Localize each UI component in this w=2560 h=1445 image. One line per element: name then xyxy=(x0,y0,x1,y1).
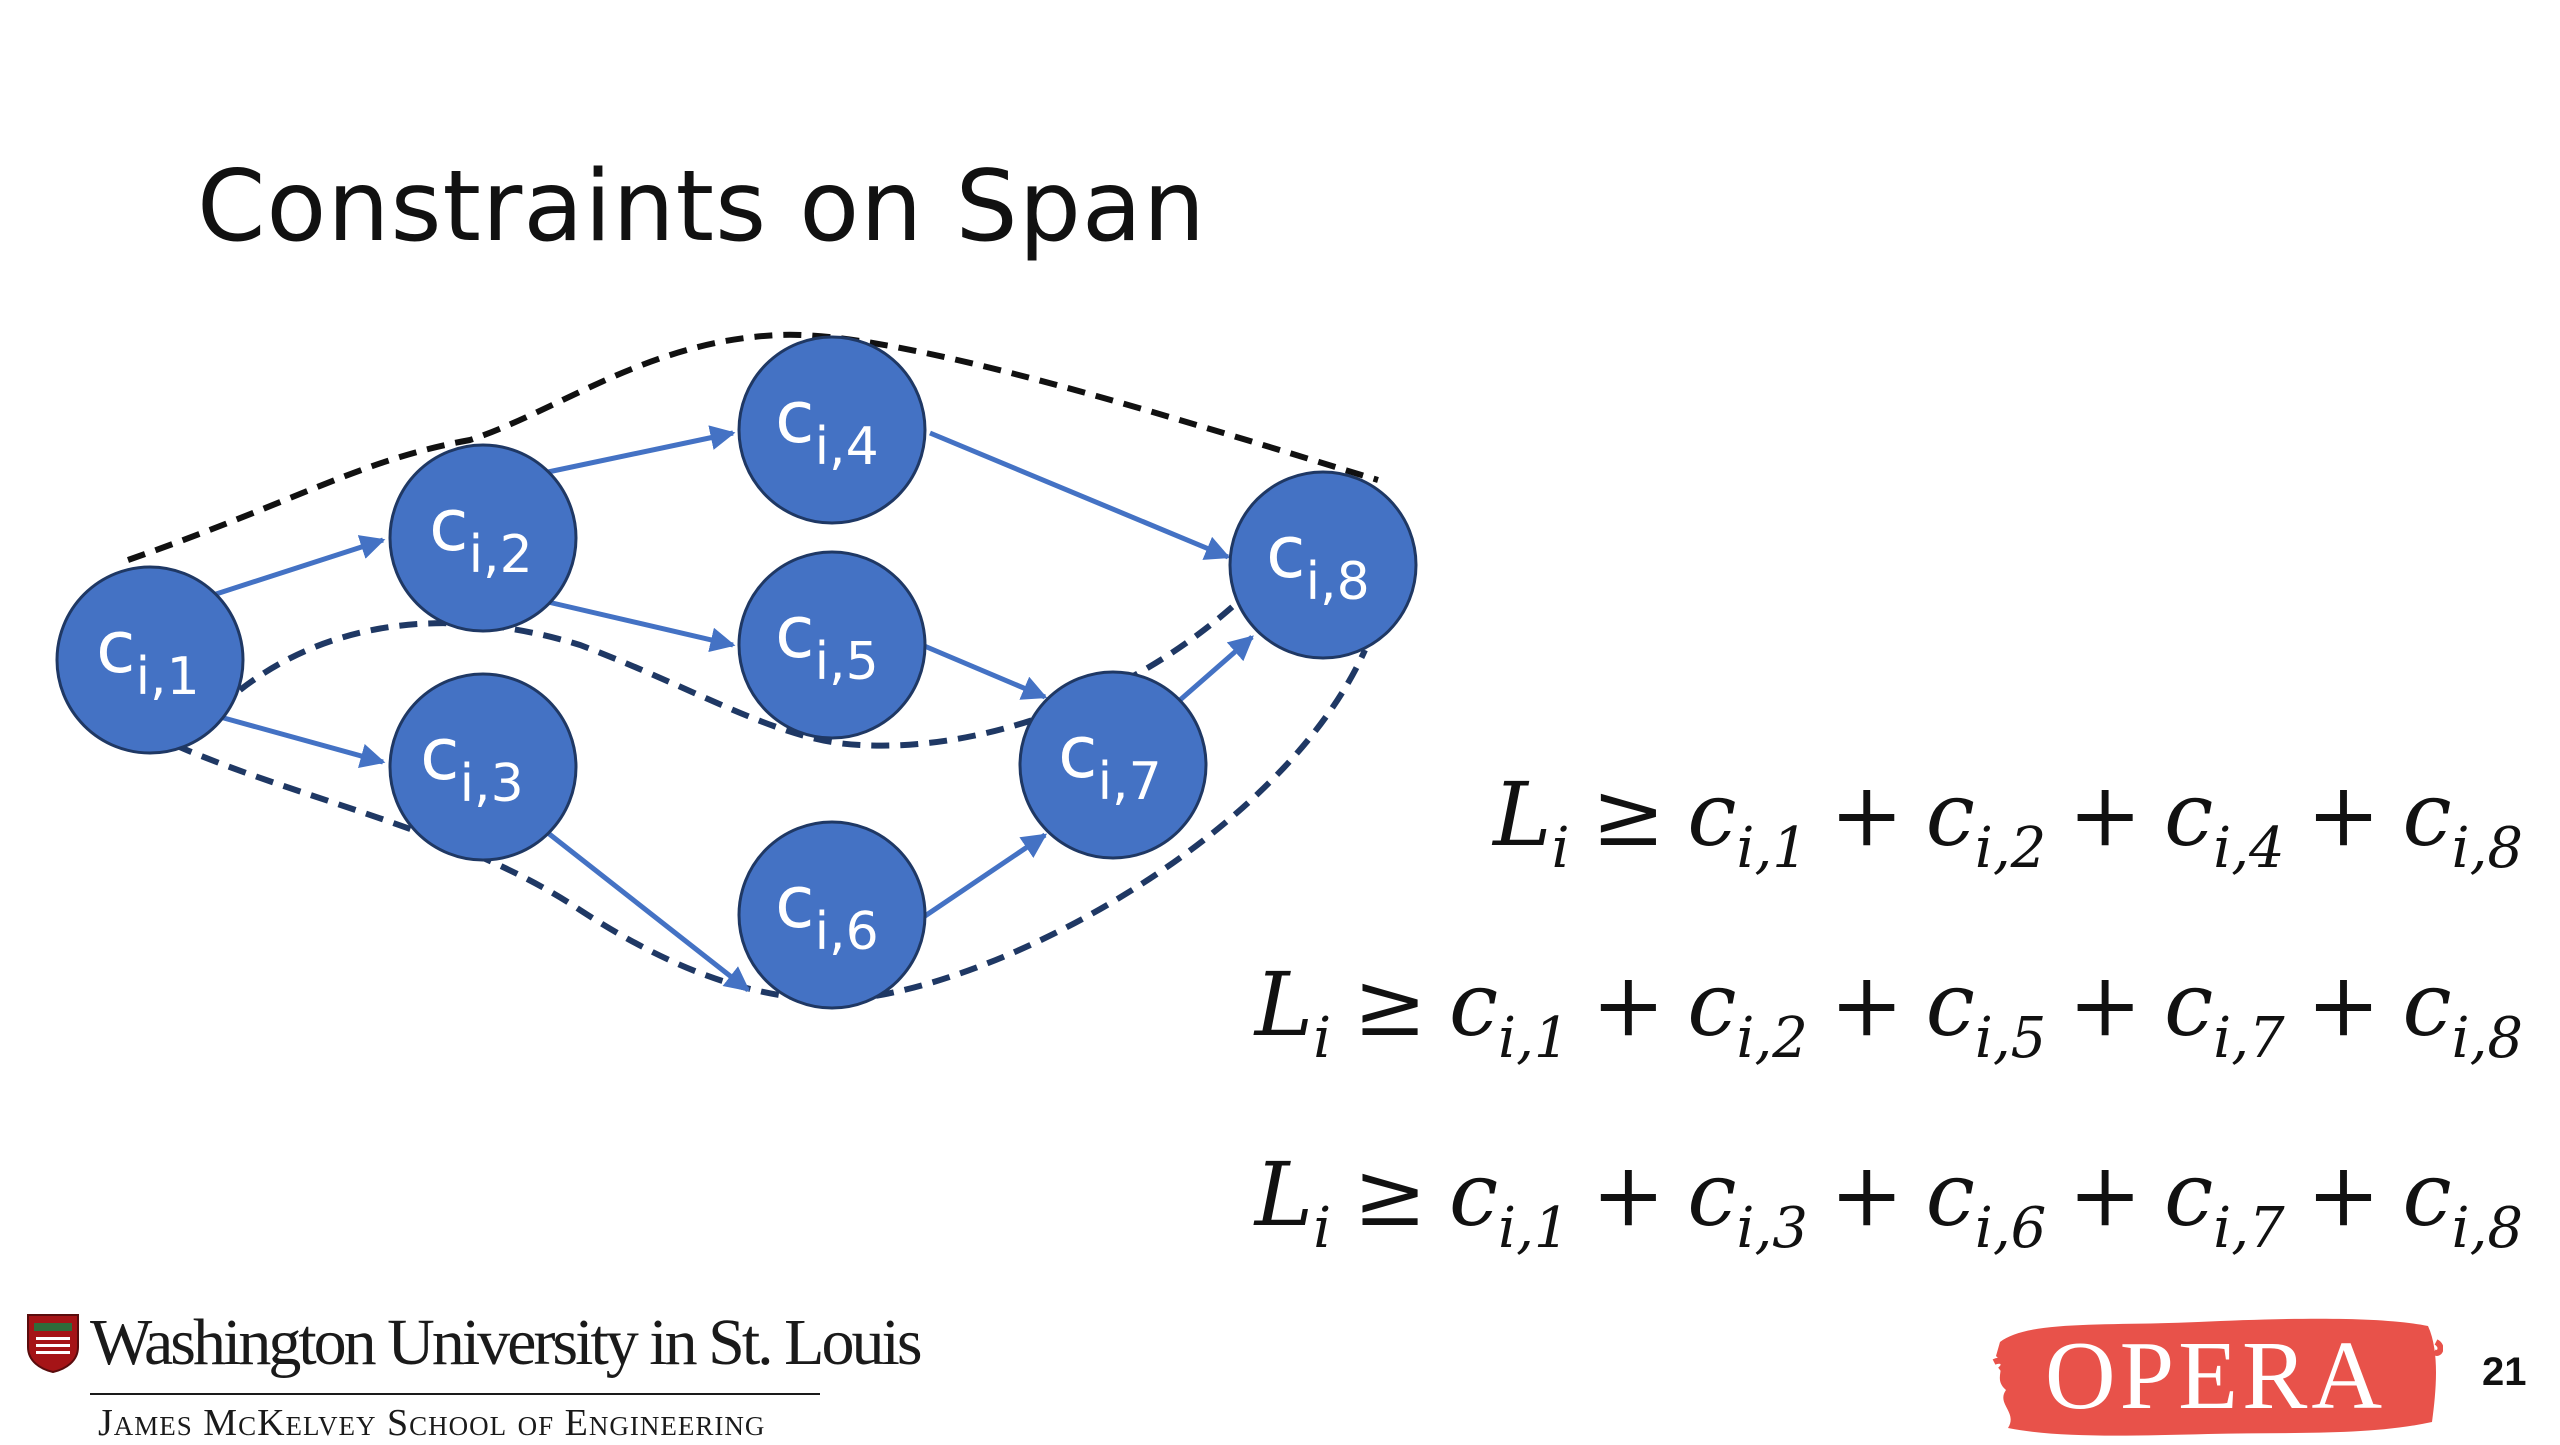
edge-c7-c8 xyxy=(1178,635,1254,702)
edge-c2-c5 xyxy=(547,599,736,653)
page-number: 21 xyxy=(2482,1350,2527,1394)
svg-text:ci,5: ci,5 xyxy=(775,590,879,692)
washu-logo: Washington University in St. Louis James… xyxy=(26,1305,923,1444)
brush-stroke-badge-icon xyxy=(1992,1318,2443,1436)
equation-2: Li≥ci,1+ci,2+ci,5+ci,7+ci,8 xyxy=(1254,953,2523,1071)
svg-text:ci,1: ci,1 xyxy=(96,605,200,707)
university-name: Washington University in St. Louis xyxy=(90,1306,923,1379)
opera-label: OPERA xyxy=(2044,1322,2387,1430)
opera-logo: OPERA xyxy=(1988,1312,2443,1440)
critical-path-outline-top xyxy=(127,331,1379,563)
node-c1: ci,1 xyxy=(55,565,245,755)
slide-title: Constraints on Span xyxy=(197,150,1207,264)
edge-c2-c4 xyxy=(547,425,736,475)
edge-c3-c6 xyxy=(546,831,750,992)
svg-text:ci,3: ci,3 xyxy=(420,712,524,814)
edges xyxy=(212,425,1254,992)
university-crest-icon xyxy=(27,1314,79,1373)
svg-text:ci,7: ci,7 xyxy=(1058,710,1162,812)
edge-c1-c2 xyxy=(212,535,386,598)
path-outline-bottom xyxy=(173,648,1368,1004)
path-outline-middle xyxy=(238,597,1243,749)
node-c3: ci,3 xyxy=(388,672,578,862)
node-c5: ci,5 xyxy=(737,550,927,740)
svg-text:ci,2: ci,2 xyxy=(429,483,533,585)
node-c2: ci,2 xyxy=(388,443,578,633)
span-constraints: Li≥ci,1+ci,2+ci,4+ci,8 Li≥ci,1+ci,2+ci,5… xyxy=(1023,720,2523,1290)
svg-text:ci,6: ci,6 xyxy=(775,860,879,962)
svg-text:ci,4: ci,4 xyxy=(775,375,879,477)
edge-c4-c8 xyxy=(929,430,1231,560)
dag-diagram: ci,1 ci,2 ci,3 ci,4 ci,5 ci,6 ci,7 ci,8 xyxy=(55,331,1418,1010)
node-c6: ci,6 xyxy=(737,820,927,1010)
logo-divider xyxy=(90,1393,820,1395)
edge-c5-c7 xyxy=(921,642,1048,700)
node-c4: ci,4 xyxy=(737,335,927,525)
school-name: James McKelvey School of Engineering xyxy=(98,1402,766,1444)
equation-1: Li≥ci,1+ci,2+ci,4+ci,8 xyxy=(1493,763,2523,881)
node-c8: ci,8 xyxy=(1228,470,1418,660)
equation-3: Li≥ci,1+ci,3+ci,6+ci,7+ci,8 xyxy=(1254,1143,2523,1261)
edge-c6-c7 xyxy=(920,832,1048,921)
node-c7: ci,7 xyxy=(1018,670,1208,860)
edge-c1-c3 xyxy=(212,712,386,769)
svg-text:ci,8: ci,8 xyxy=(1266,510,1370,612)
